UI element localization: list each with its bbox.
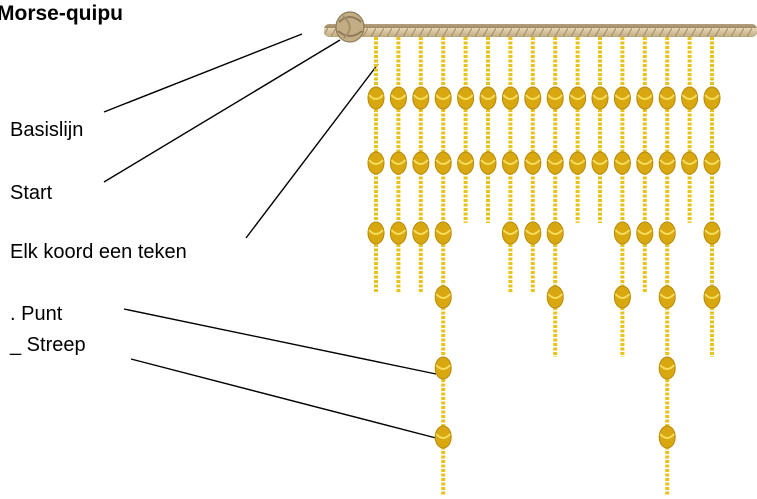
knot bbox=[434, 86, 452, 110]
cord bbox=[389, 37, 407, 293]
knot bbox=[501, 86, 519, 110]
cord bbox=[524, 37, 542, 293]
knot-icon bbox=[335, 11, 365, 43]
knot bbox=[658, 151, 676, 175]
cord bbox=[703, 37, 721, 357]
label-start: Start bbox=[10, 182, 53, 204]
knot bbox=[658, 425, 676, 449]
cord bbox=[658, 37, 676, 496]
knot bbox=[434, 151, 452, 175]
label-dash: _ Streep bbox=[10, 334, 86, 356]
label-cord: Elk koord een teken bbox=[10, 241, 187, 263]
knot bbox=[591, 86, 609, 110]
cord bbox=[367, 37, 385, 293]
cord bbox=[569, 37, 587, 223]
knot bbox=[434, 221, 452, 245]
knot bbox=[658, 86, 676, 110]
cord bbox=[613, 37, 631, 357]
pointer-lines bbox=[103, 33, 437, 439]
knot bbox=[524, 221, 542, 245]
knot bbox=[412, 151, 430, 175]
knot bbox=[636, 221, 654, 245]
knot bbox=[457, 151, 475, 175]
pointer-cord bbox=[245, 63, 379, 239]
knot bbox=[613, 86, 631, 110]
knot bbox=[658, 221, 676, 245]
knot bbox=[636, 86, 654, 110]
knot bbox=[658, 285, 676, 309]
knot bbox=[367, 221, 385, 245]
knot bbox=[681, 151, 699, 175]
knot bbox=[569, 86, 587, 110]
knot bbox=[524, 151, 542, 175]
knot bbox=[546, 151, 564, 175]
knot bbox=[613, 221, 631, 245]
knot bbox=[367, 151, 385, 175]
knot bbox=[434, 425, 452, 449]
knot bbox=[389, 86, 407, 110]
knot bbox=[546, 86, 564, 110]
pointer-dot bbox=[123, 308, 437, 375]
knot bbox=[457, 86, 475, 110]
cord bbox=[457, 37, 475, 223]
pointer-start bbox=[103, 39, 341, 183]
cords bbox=[367, 37, 721, 496]
knot bbox=[412, 86, 430, 110]
knot bbox=[658, 356, 676, 380]
knot bbox=[703, 285, 721, 309]
knot bbox=[569, 151, 587, 175]
cord bbox=[479, 37, 497, 223]
cord bbox=[501, 37, 519, 293]
knot bbox=[613, 285, 631, 309]
knot bbox=[591, 151, 609, 175]
knot bbox=[681, 86, 699, 110]
cord bbox=[434, 37, 452, 496]
pointer-dash bbox=[130, 358, 437, 439]
knot bbox=[546, 221, 564, 245]
cord bbox=[636, 37, 654, 293]
knot bbox=[389, 151, 407, 175]
diagram-title: Morse-quipu bbox=[0, 2, 123, 25]
cord bbox=[412, 37, 430, 293]
knot bbox=[434, 356, 452, 380]
knot bbox=[703, 151, 721, 175]
knot bbox=[703, 221, 721, 245]
knot bbox=[636, 151, 654, 175]
knot bbox=[524, 86, 542, 110]
knot bbox=[479, 86, 497, 110]
knot bbox=[501, 151, 519, 175]
knot bbox=[501, 221, 519, 245]
knot bbox=[367, 86, 385, 110]
label-baseline: Basislijn bbox=[10, 119, 84, 141]
knot bbox=[703, 86, 721, 110]
knot bbox=[434, 285, 452, 309]
baseline-rope bbox=[324, 24, 757, 37]
cord bbox=[546, 37, 564, 357]
cord bbox=[681, 37, 699, 223]
label-dot: . Punt bbox=[10, 303, 63, 325]
knot bbox=[479, 151, 497, 175]
cord bbox=[591, 37, 609, 223]
knot bbox=[546, 285, 564, 309]
knot bbox=[412, 221, 430, 245]
knot bbox=[389, 221, 407, 245]
knot bbox=[613, 151, 631, 175]
pointer-baseline bbox=[103, 33, 303, 113]
